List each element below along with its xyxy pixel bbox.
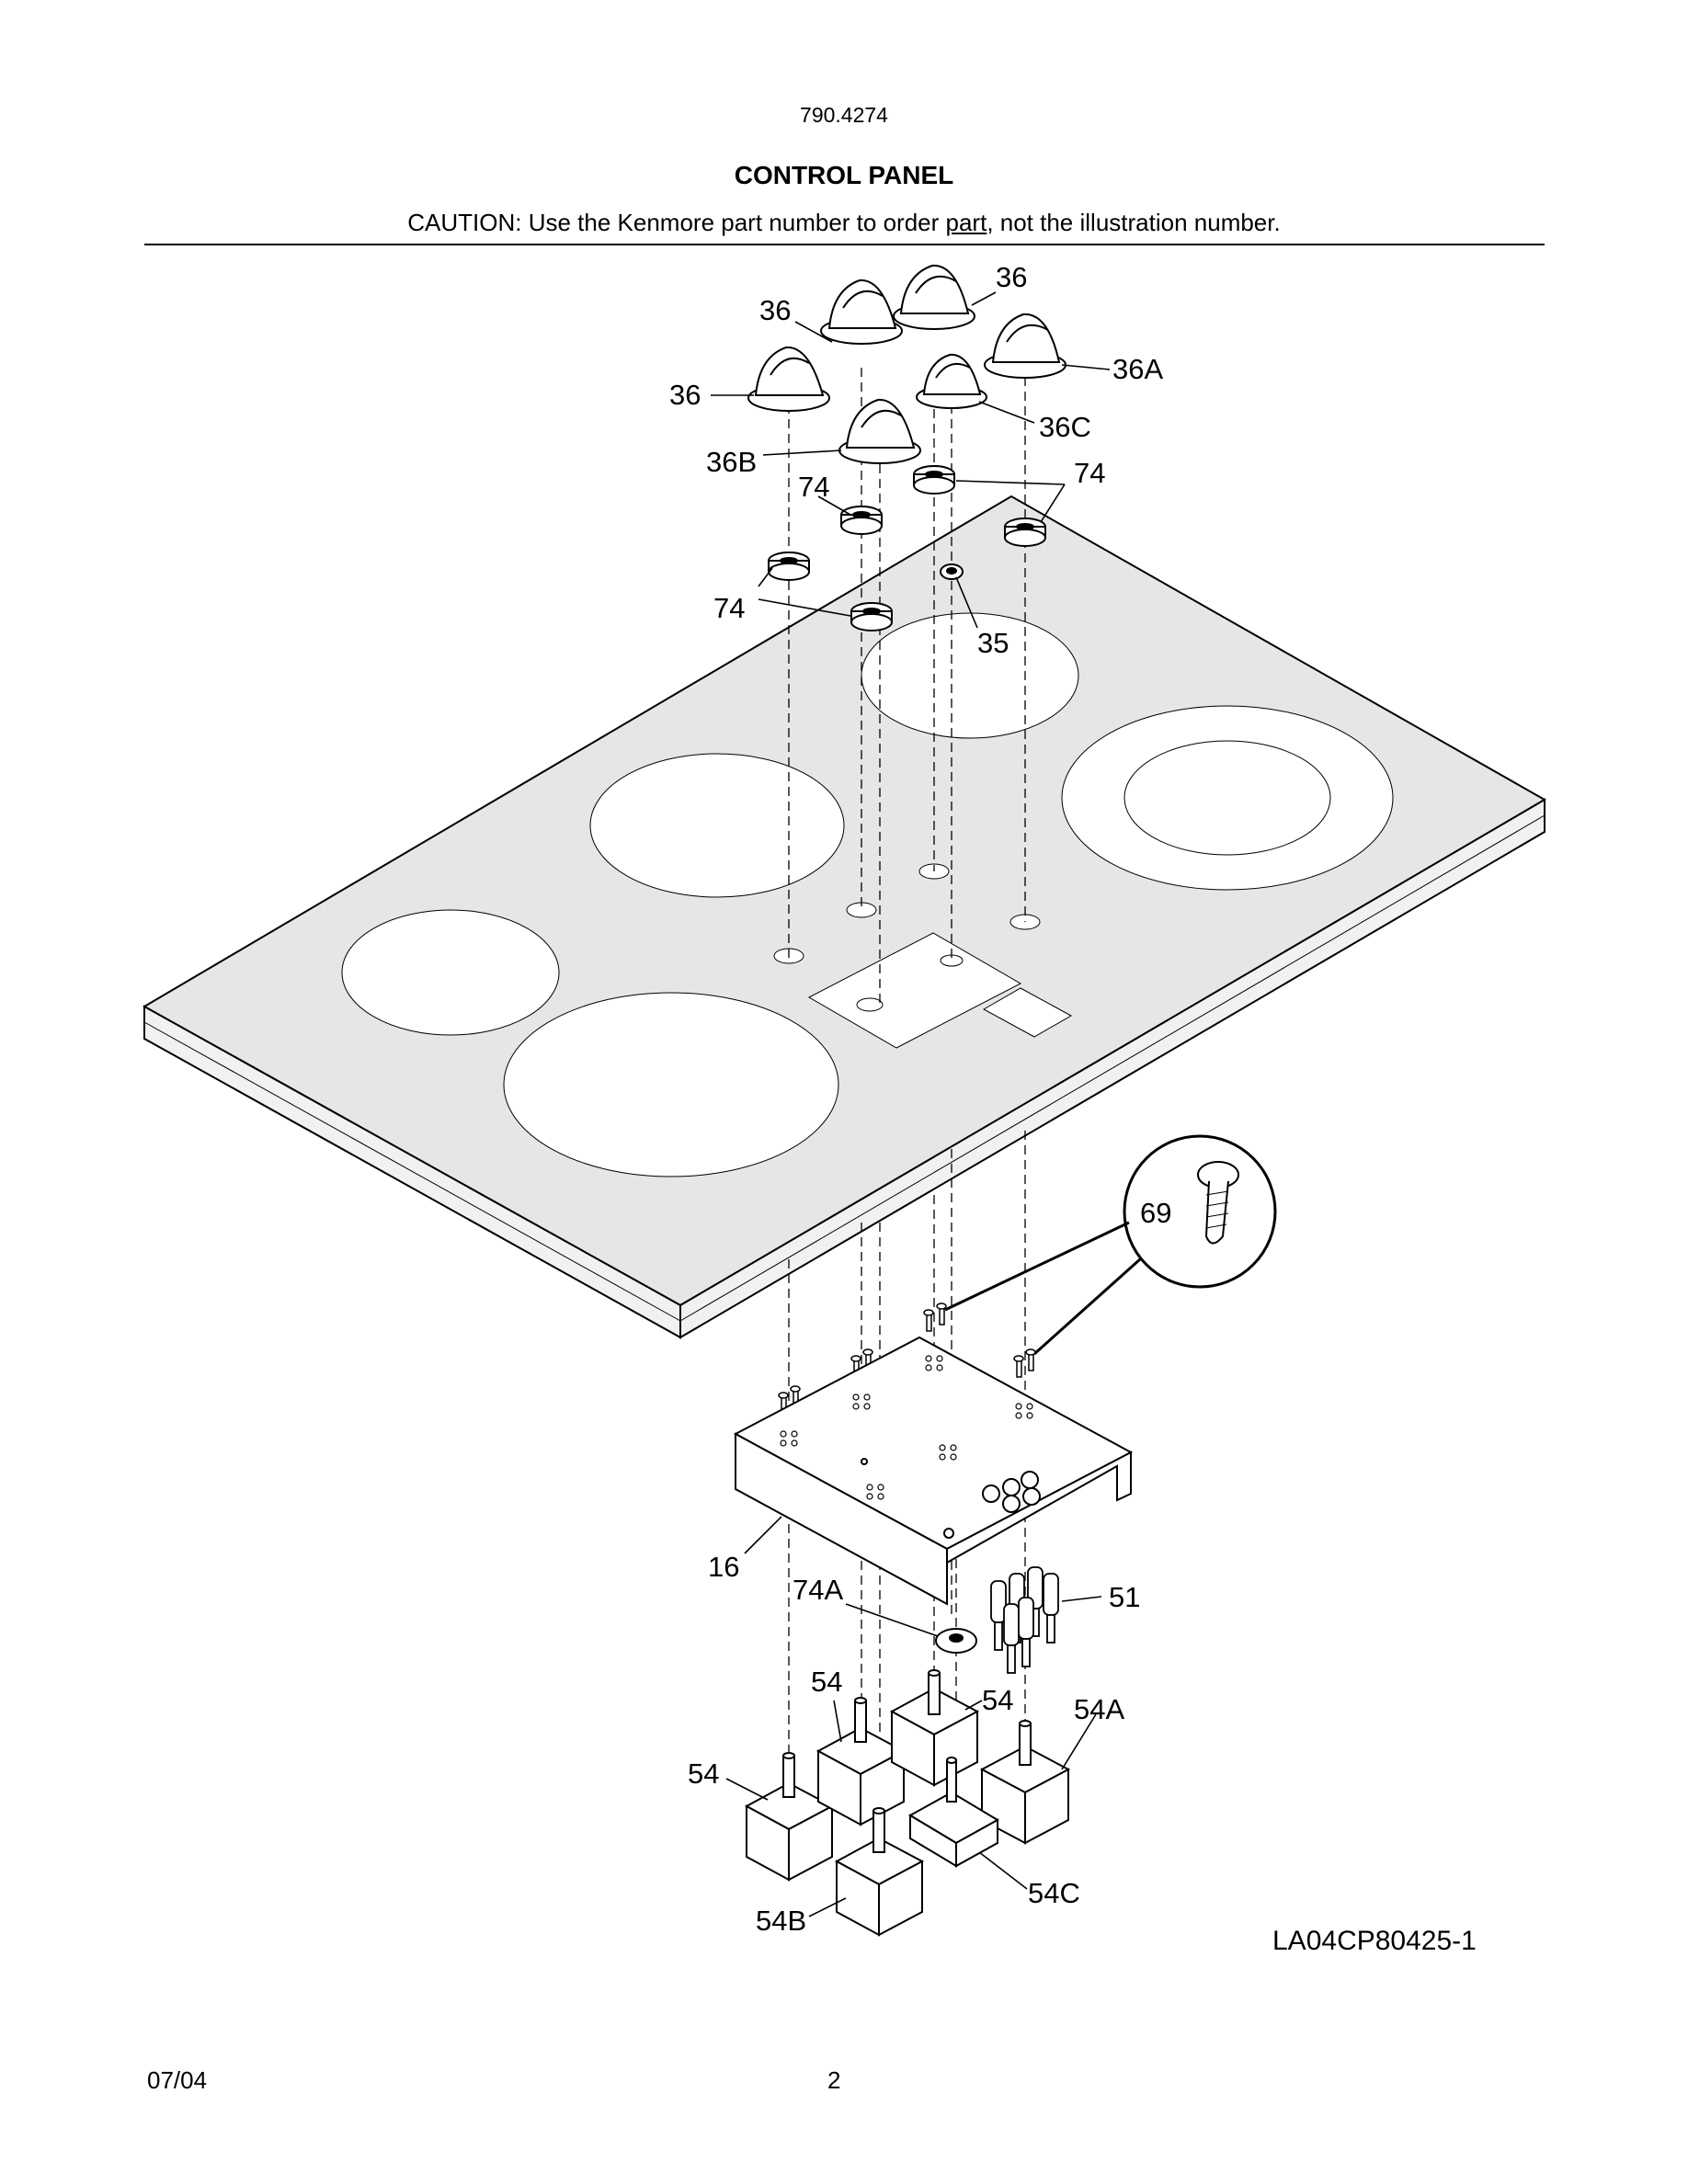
caution-text-start: CAUTION: Use the Kenmore part number to … [407,209,946,236]
page-number: 2 [827,2066,841,2094]
bezel-74-e [850,602,893,631]
washer-35 [940,563,964,580]
callout-54: 54 [811,1666,842,1698]
callout-69: 69 [1140,1197,1171,1229]
bezel-74-b [840,506,883,535]
callout-labels: 36 36 36 36A 36 36C 36B 74 74 74 35 69 1… [669,261,1171,1937]
callout-54: 54 [688,1757,719,1790]
burner-zone-right-inner [1123,740,1331,856]
indicator-lights [990,1566,1059,1674]
cooktop-panel [142,495,1547,1339]
bezel-74-d [1004,518,1046,547]
knob-36A [984,313,1066,379]
callout-74: 74 [798,471,829,503]
switch-54-left [744,1752,835,1882]
callout-36C: 36C [1039,411,1091,443]
switch-group [744,1669,1071,1937]
switch-54B [834,1807,925,1937]
burner-zone-middle [589,753,845,898]
callout-35: 35 [977,627,1009,659]
grommet-74A [935,1628,977,1654]
callout-51: 51 [1109,1581,1140,1613]
burner-zone-front-left [503,992,839,1177]
callout-16: 16 [708,1551,739,1583]
knob-36B [838,398,921,464]
switch-54C [908,1757,999,1868]
burner-zone-rear-left [341,909,560,1036]
caution-text-underlined: part [945,209,987,236]
switch-54-middle [815,1697,907,1826]
mounting-bracket [733,1336,1134,1606]
callout-74: 74 [1074,457,1105,489]
indicator-window [982,987,1073,1038]
callout-36: 36 [759,294,791,326]
callout-74A: 74A [793,1574,843,1606]
burner-zone-rear-center [861,612,1079,739]
knob-36-left [747,346,830,412]
leader-lines [711,291,1111,1917]
knob-group [747,264,1066,464]
callout-36A: 36A [1112,353,1163,385]
switch-54-right [889,1669,980,1787]
caution-text-end: , not the illustration number. [987,209,1281,236]
model-number: 790.4274 [800,103,888,127]
callout-54B: 54B [756,1905,806,1937]
screw-detail [944,1134,1277,1356]
control-window [807,932,1022,1049]
callout-54C: 54C [1028,1877,1080,1909]
page-title: CONTROL PANEL [734,161,954,189]
callout-54: 54 [982,1684,1013,1716]
bezel-74-c [913,465,955,495]
knob-36C [916,353,987,409]
knob-36-upper-left [820,279,903,345]
bezel-74-a [768,552,810,581]
callout-36: 36 [996,261,1027,293]
caution-note: CAUTION: Use the Kenmore part number to … [0,209,1688,237]
bezel-group [768,465,1046,631]
callout-36B: 36B [706,446,757,478]
callout-36: 36 [669,379,701,411]
header-rule [144,244,1545,245]
knob-36-top [893,264,975,330]
callout-54A: 54A [1074,1693,1124,1725]
diagram-reference: LA04CP80425-1 [1272,1926,1477,1956]
footer-date: 07/04 [147,2066,208,2094]
callout-74: 74 [713,592,745,624]
